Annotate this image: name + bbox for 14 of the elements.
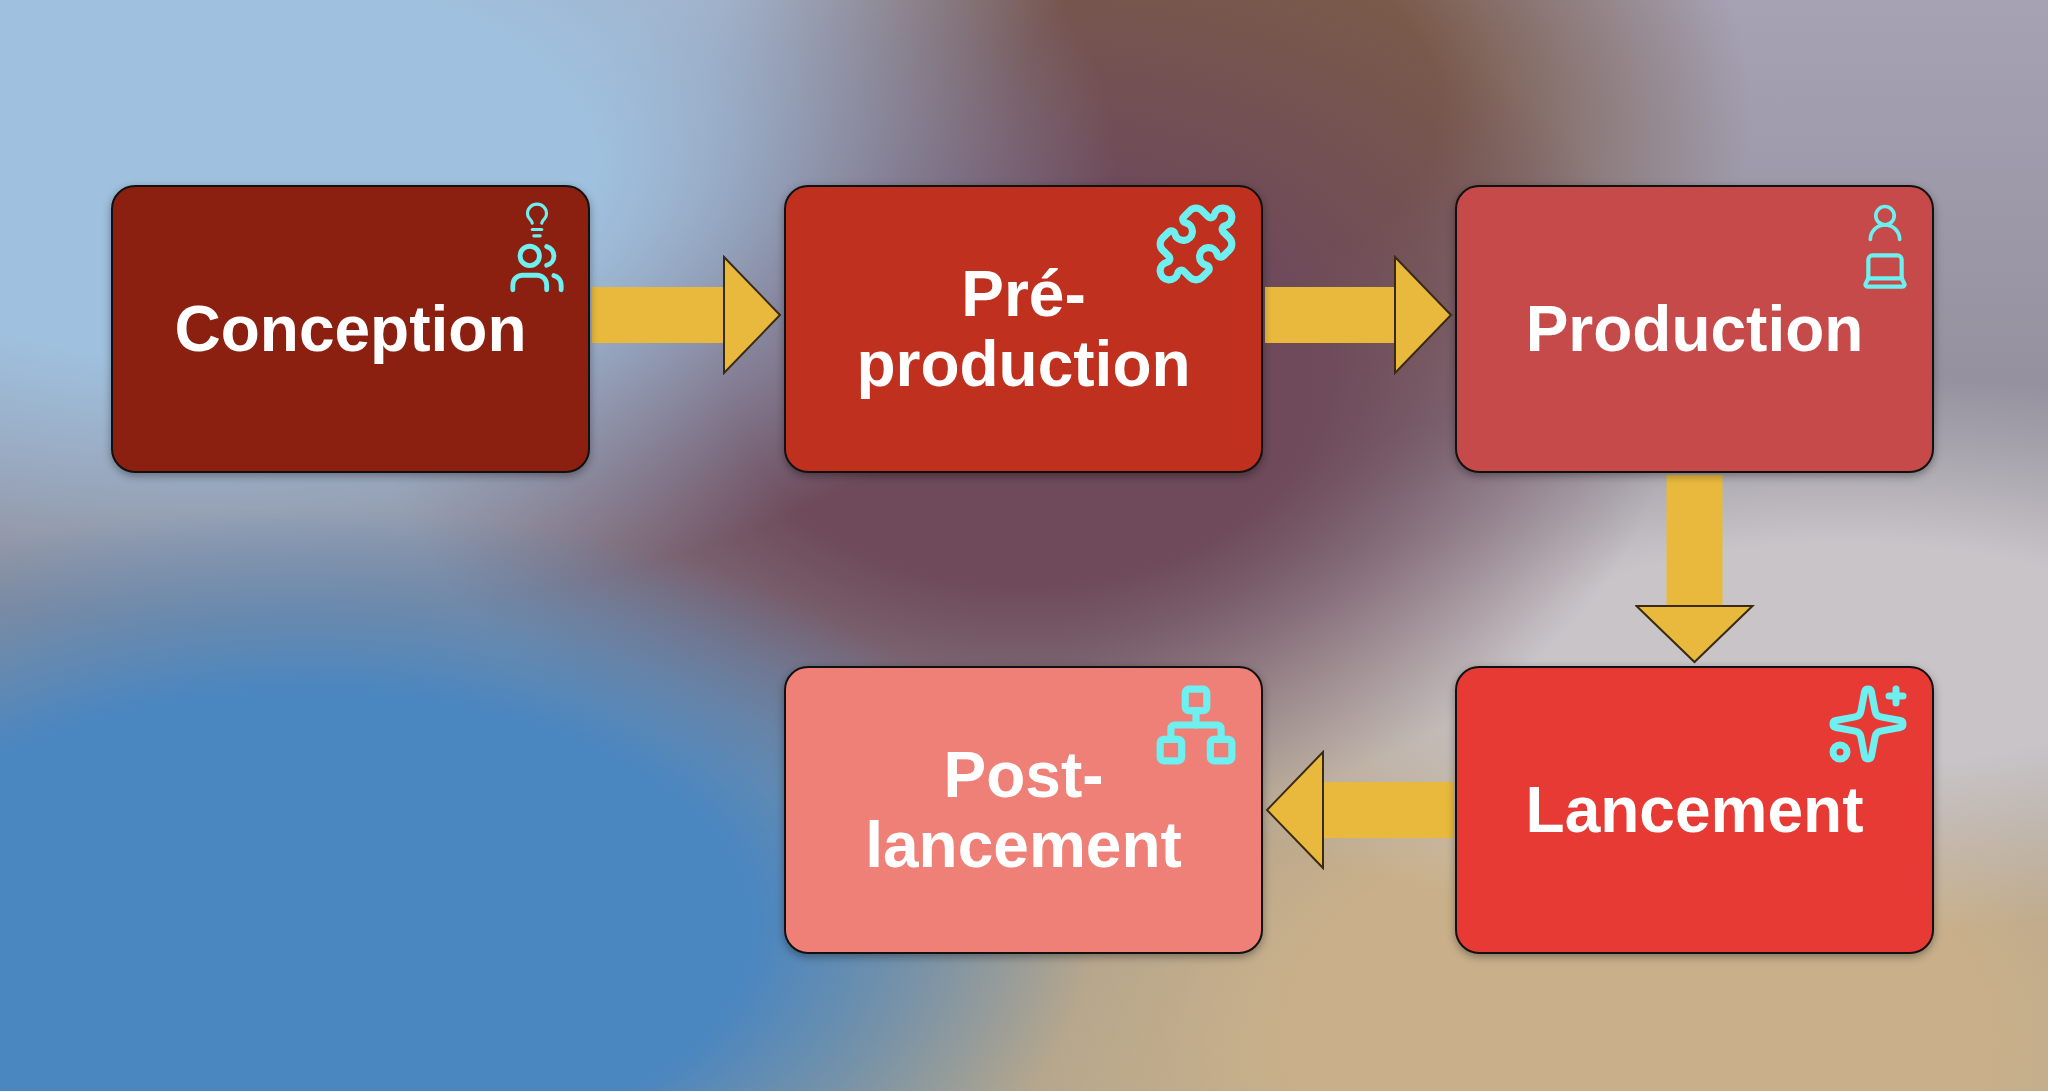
stage-box xyxy=(784,666,1263,954)
stage-label: Conception xyxy=(174,293,527,365)
block-arrow xyxy=(592,256,781,374)
stage-box xyxy=(111,185,590,473)
stage-label: Pré- production xyxy=(855,258,1192,400)
block-arrow xyxy=(1266,751,1453,869)
stage-label: Post- lancement xyxy=(864,739,1183,881)
stage-label: Lancement xyxy=(1525,774,1864,846)
stage-box xyxy=(784,185,1263,473)
block-arrow xyxy=(1635,475,1754,663)
stage-box xyxy=(1455,666,1934,954)
stage-label: Production xyxy=(1525,293,1864,365)
block-arrow xyxy=(1265,256,1452,374)
stage-box xyxy=(1455,185,1934,473)
